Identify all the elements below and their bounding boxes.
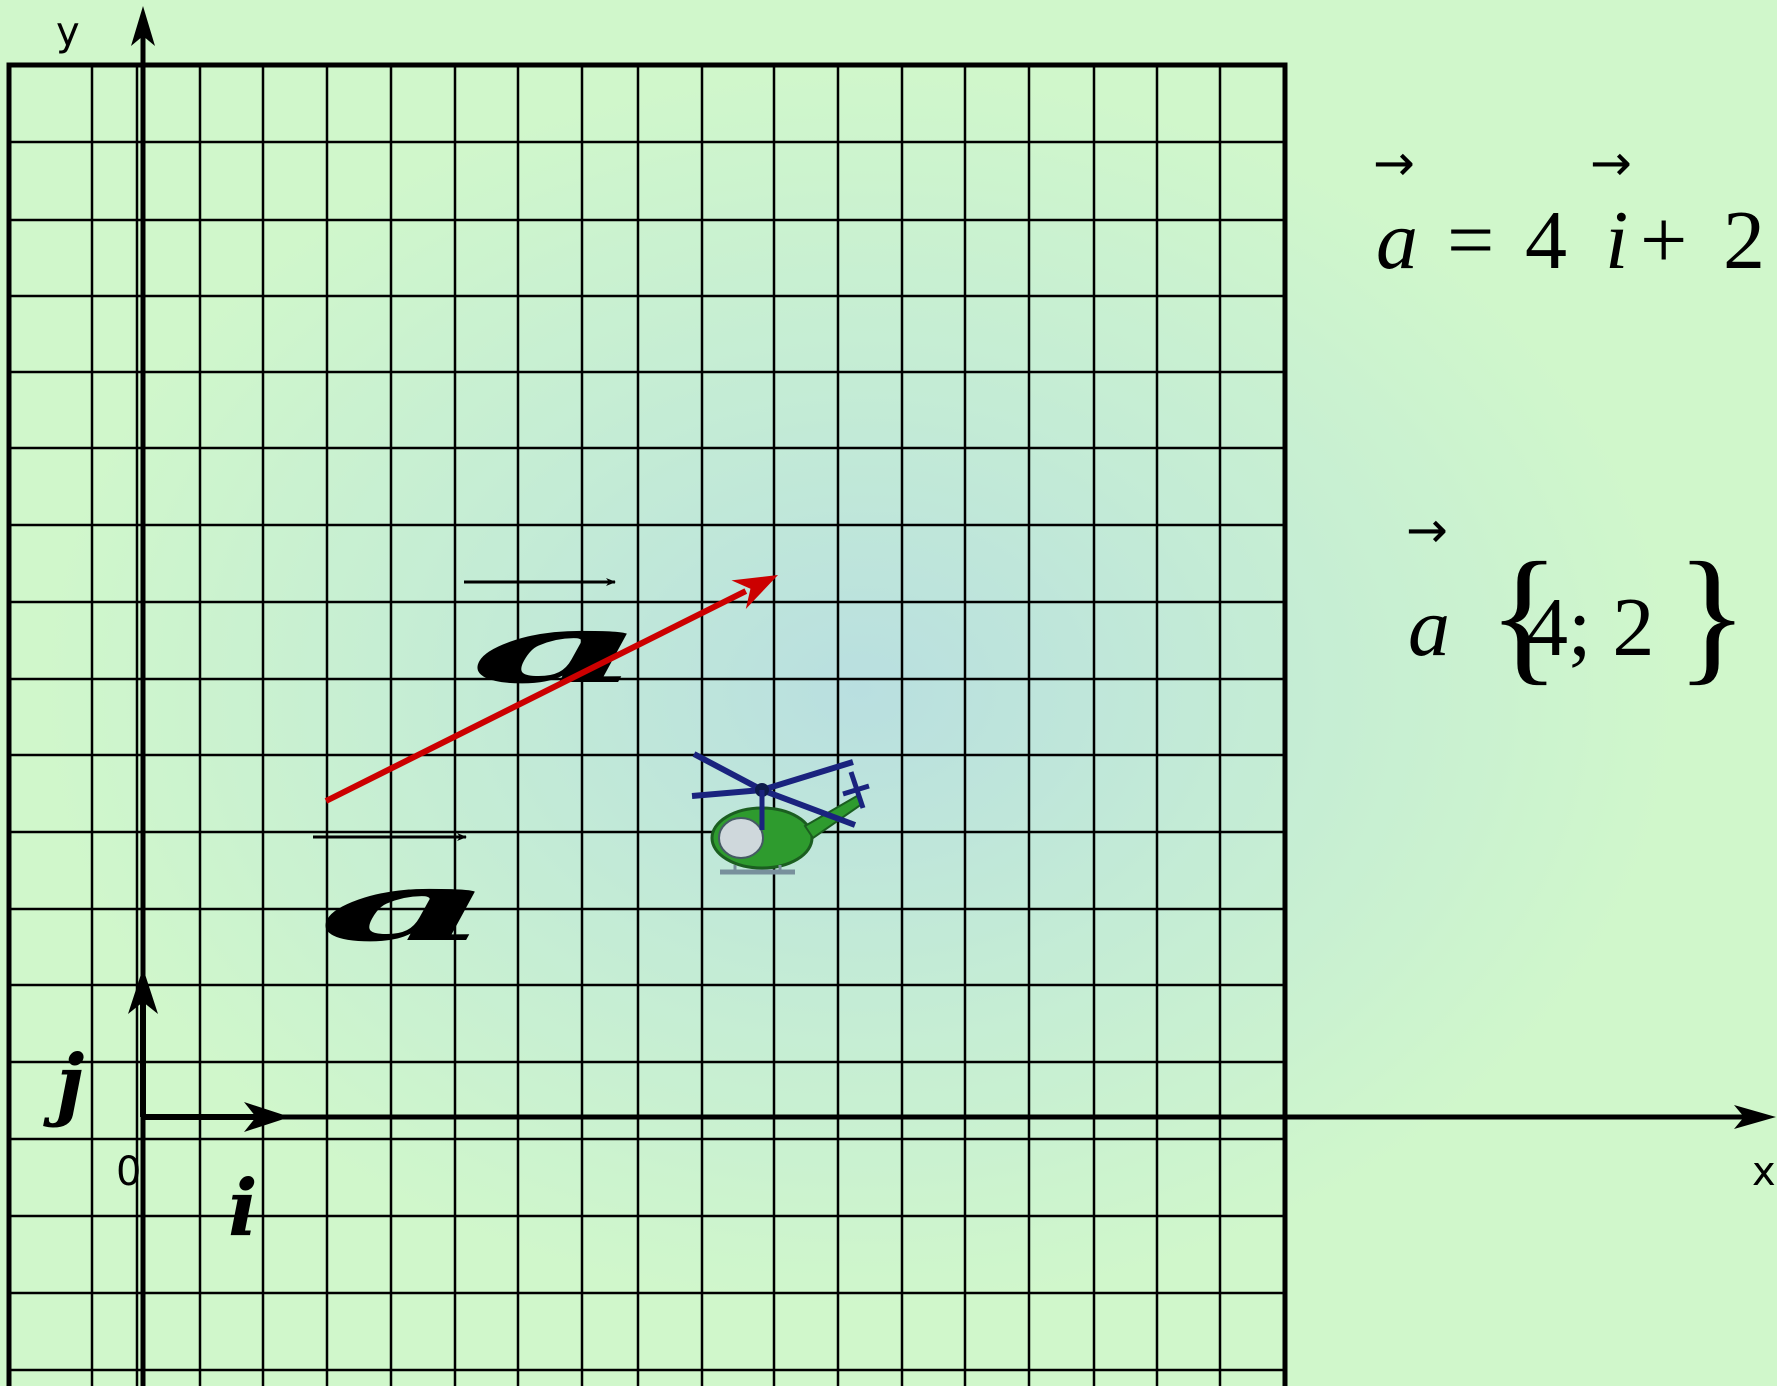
formula-decomp-equals: = — [1447, 194, 1494, 287]
vector-a-red — [324, 575, 778, 804]
formula-coords-arrow: → — [1406, 501, 1448, 559]
basis-i-arrowhead — [244, 1102, 290, 1132]
formula-coords-close-brace: } — [1676, 532, 1748, 698]
vector-a-red-shaft — [324, 588, 748, 804]
formula-decomp-arrow-i: → — [1590, 134, 1632, 192]
basis-j-arrowhead — [128, 968, 158, 1014]
vector-a-red-arrowhead — [731, 575, 778, 609]
y-axis-arrowhead — [131, 6, 155, 46]
formula-decomp-plus: + — [1640, 194, 1687, 287]
formula-decomp-coef-i: 4 — [1525, 194, 1567, 287]
x-axis-arrowhead — [1734, 1105, 1776, 1129]
formula-decomp-arrow-a: → — [1373, 134, 1415, 192]
x-axis-label: x — [1752, 1149, 1776, 1195]
origin-label: 0 — [116, 1149, 141, 1195]
formula-coords-vector: a — [1408, 581, 1450, 674]
vector-a-lower-label: a — [318, 850, 494, 963]
basis-i-label: i — [228, 1163, 258, 1254]
formula-coords-values: 4; 2 — [1526, 581, 1654, 674]
formula-decomp-vector: a — [1376, 194, 1418, 287]
basis-j-label: j — [43, 1038, 84, 1129]
helicopter-icon — [691, 751, 870, 875]
formula-decomp-basis-i: i — [1605, 194, 1628, 287]
grid-frame — [6, 62, 1288, 1386]
y-axis-label: y — [56, 9, 80, 55]
formula-decomp-coef-j: 2 — [1723, 194, 1765, 287]
grid — [9, 65, 1285, 1386]
formula-coords-open-brace: { — [1488, 532, 1560, 698]
